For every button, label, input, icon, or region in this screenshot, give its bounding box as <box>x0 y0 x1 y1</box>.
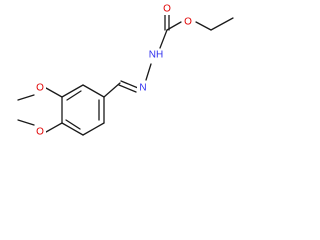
bond-imine-double-2 <box>118 84 137 93</box>
chemical-structure-diagram: O O NH N O O <box>17 3 234 138</box>
oxygen-carbonyl-label: O <box>163 4 171 15</box>
bond-ring-6 <box>82 84 105 98</box>
bond-ring-2 <box>82 122 105 136</box>
nh-mask <box>146 49 166 61</box>
bond-ring-5 <box>61 84 84 98</box>
oxygen-ester-label: O <box>184 17 192 28</box>
oxygen-para-methoxy-label: O <box>36 127 44 138</box>
o-carbonyl-mask <box>161 3 173 15</box>
bond-ethyl-ch2-o <box>195 21 212 31</box>
bond-ring-inner-2 <box>65 119 81 130</box>
bond-imine-double-1 <box>120 80 139 89</box>
bond-o-meta-ch3 <box>17 94 35 101</box>
bond-ethyl-ch3-ch2 <box>210 17 234 31</box>
bond-ring-o-meta <box>45 87 63 98</box>
nitrogen-imine-label: N <box>139 83 146 94</box>
bond-carbonyl-nh <box>159 29 168 49</box>
bond-ch-ring <box>103 82 121 98</box>
oxygen-meta-methoxy-label: O <box>36 83 44 94</box>
o-ester-mask <box>182 16 194 28</box>
bond-ring-o-para <box>45 122 63 133</box>
n-imine-mask <box>137 82 149 94</box>
bond-o-para-ch3 <box>17 119 35 126</box>
bond-ring-inner-3 <box>66 90 82 101</box>
o-meta-mask <box>34 82 46 94</box>
bond-ring-3 <box>61 122 84 136</box>
o-para-mask <box>34 126 46 138</box>
bond-nh-n <box>145 63 152 81</box>
nh-label: NH <box>149 50 163 61</box>
